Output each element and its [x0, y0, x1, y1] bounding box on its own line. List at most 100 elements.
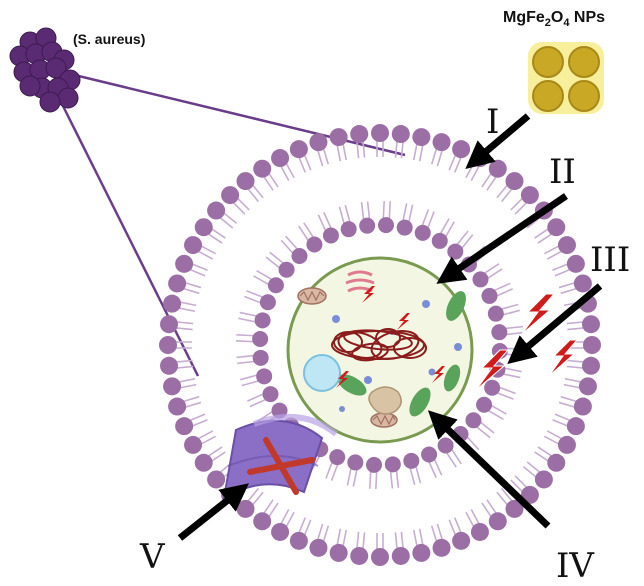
lipid-head	[267, 277, 284, 294]
lipid-head	[566, 254, 585, 273]
label-iv: IV	[556, 546, 595, 586]
lipid-head	[578, 377, 597, 396]
lipid-head	[431, 232, 448, 249]
arrow-iv	[427, 410, 551, 529]
lipid-head	[359, 217, 376, 234]
storage-granule	[368, 386, 402, 415]
lipid-head	[534, 470, 553, 489]
lipid-head	[403, 452, 420, 469]
lipid-head	[505, 499, 524, 518]
lipid-head	[322, 227, 339, 244]
lipid-head	[366, 456, 383, 473]
lipid-head	[432, 133, 451, 152]
dna-nucleoid	[331, 328, 427, 362]
lipid-head	[488, 512, 507, 531]
lipid-head	[371, 548, 389, 566]
arrows	[177, 113, 603, 541]
lipid-head	[557, 435, 576, 454]
lipid-head	[291, 248, 308, 265]
lipid-head	[465, 412, 482, 429]
label-iii: III	[590, 240, 630, 280]
lipid-head	[160, 356, 179, 375]
lipid-head	[329, 543, 348, 562]
lipid-head	[573, 397, 592, 416]
vacuole	[303, 354, 341, 392]
label-i: I	[486, 102, 499, 142]
lipid-head	[391, 546, 410, 565]
lipid-head	[194, 453, 213, 472]
lipid-head	[452, 531, 471, 550]
lipid-head	[184, 435, 203, 454]
lipid-head	[396, 219, 413, 236]
ros-bolts-external	[475, 293, 579, 391]
lipid-head	[221, 186, 240, 205]
mitochondrion	[297, 287, 327, 305]
arrow-v	[177, 483, 249, 541]
lipid-head	[581, 356, 600, 375]
lipid-head	[583, 336, 601, 354]
lipid-head	[505, 172, 524, 191]
s-aureus-cluster	[9, 27, 81, 113]
lipid-head	[236, 172, 255, 191]
lipid-head	[472, 271, 489, 288]
lipid-head	[168, 274, 187, 293]
lipid-head	[252, 331, 269, 348]
blocked-x-mark	[247, 437, 315, 495]
lipid-head	[175, 254, 194, 273]
lipid-head	[262, 386, 279, 403]
lipid-head	[329, 449, 346, 466]
lipid-head	[432, 538, 451, 557]
bacterium-label: (S. aureus)	[73, 31, 145, 47]
lipid-head	[566, 417, 585, 436]
lipid-head	[256, 368, 273, 385]
lipid-head	[437, 437, 454, 454]
lipid-head	[163, 294, 182, 313]
efflux-pump	[222, 413, 338, 500]
green-organelle	[409, 387, 431, 417]
lipid-head	[481, 287, 498, 304]
lipid-head	[309, 133, 328, 152]
lipid-head	[377, 217, 394, 234]
lipid-head	[484, 379, 501, 396]
lipid-head	[350, 546, 369, 565]
lipid-head	[207, 201, 226, 220]
lipid-head	[163, 377, 182, 396]
lipid-head	[184, 236, 203, 255]
lipid-head	[488, 159, 507, 178]
green-organelle	[446, 291, 466, 321]
lipid-head	[168, 397, 187, 416]
lipid-head	[271, 522, 290, 541]
arrow-iii	[507, 283, 603, 365]
lipid-head	[573, 274, 592, 293]
lipid-head	[309, 538, 328, 557]
lipid-head	[278, 261, 295, 278]
arrow-i	[465, 113, 531, 170]
organelles	[297, 270, 466, 428]
lipid-head	[447, 243, 464, 260]
lipid-head	[160, 315, 179, 334]
lipid-head	[306, 236, 323, 253]
nanoparticle-label: MgFe2O4 NPs	[503, 9, 605, 29]
lipid-head	[520, 186, 539, 205]
lipid-head	[487, 305, 504, 322]
lipid-head	[159, 336, 177, 354]
lipid-head	[581, 315, 600, 334]
lipid-head	[289, 531, 308, 550]
lipid-head	[547, 453, 566, 472]
lipid-head	[547, 218, 566, 237]
mitochondrion	[370, 412, 398, 428]
coccus-cell	[57, 87, 79, 109]
lipid-head	[391, 125, 410, 144]
lipid-head	[350, 125, 369, 144]
lipid-head	[207, 470, 226, 489]
lipid-head	[259, 294, 276, 311]
lipid-head	[194, 218, 213, 237]
arrow-ii	[436, 193, 568, 284]
lipid-head	[329, 128, 348, 147]
coccus-cell	[19, 75, 41, 97]
lipid-head	[476, 396, 493, 413]
lipid-head	[252, 349, 269, 366]
lipid-head	[253, 512, 272, 531]
